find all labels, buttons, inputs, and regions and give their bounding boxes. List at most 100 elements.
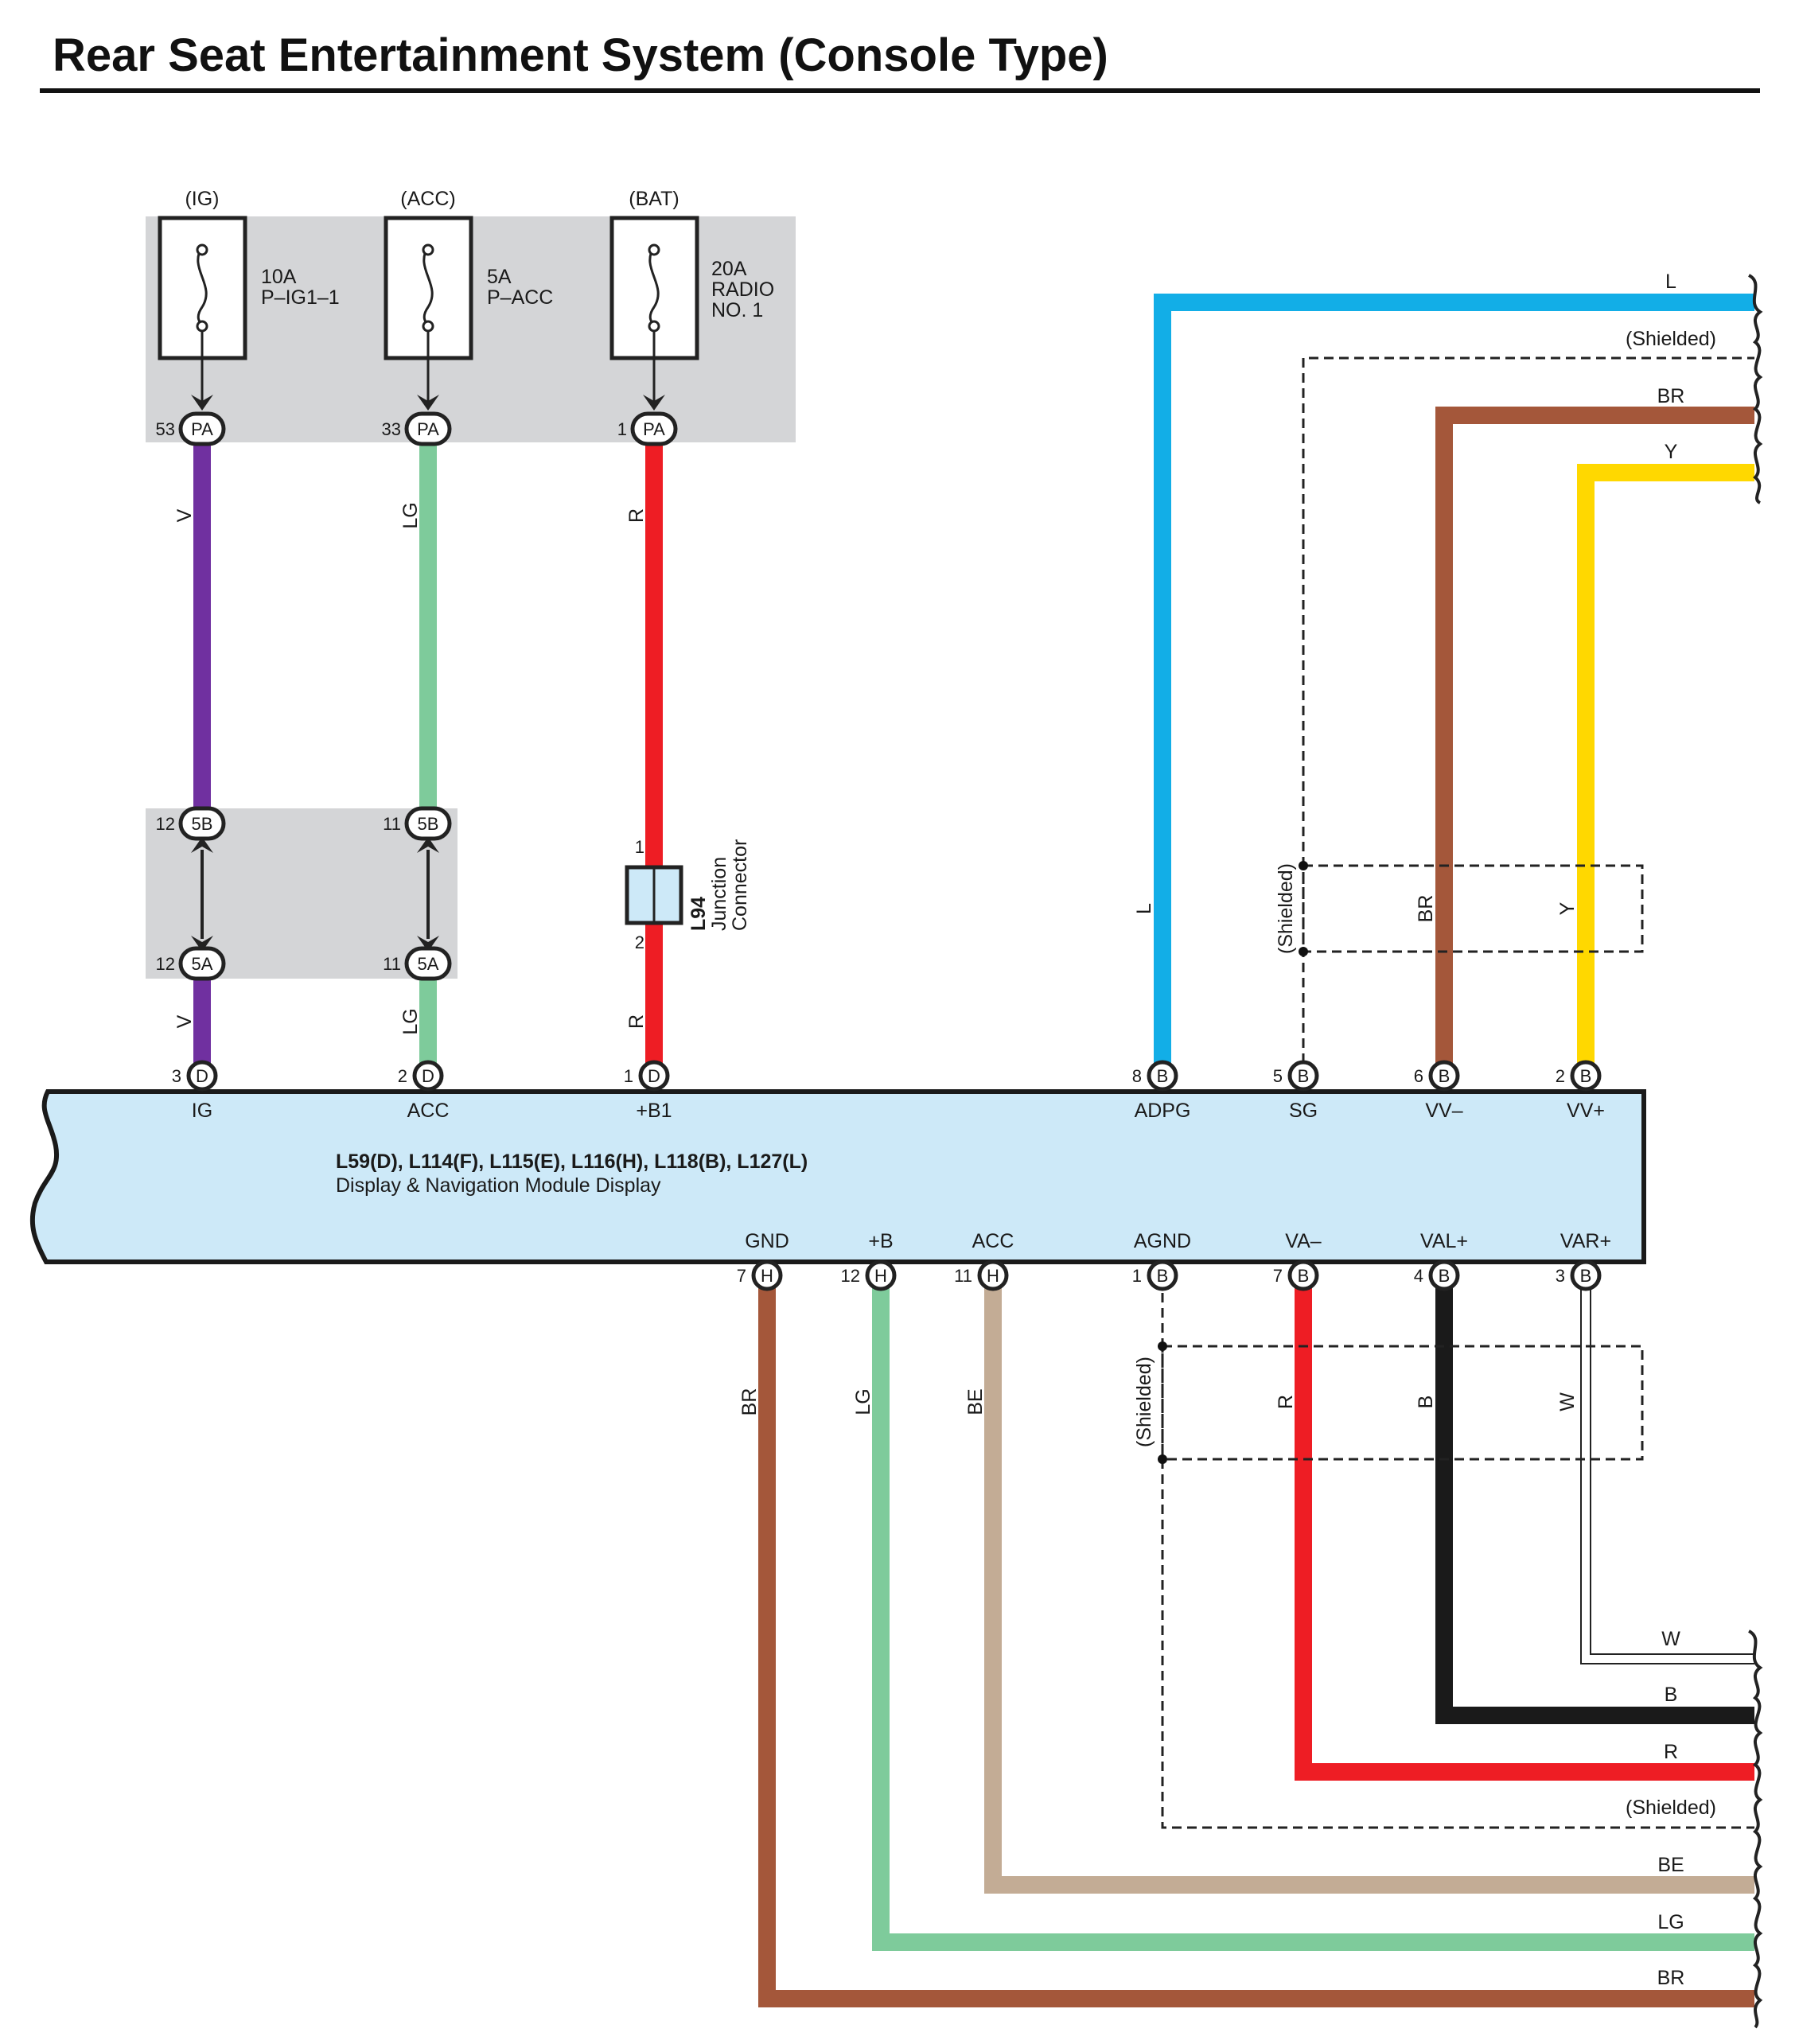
fuse-name-ig: P–IG1–1: [261, 286, 340, 309]
pin-number: 12: [156, 954, 175, 974]
svg-text:B: B: [1580, 1066, 1592, 1086]
pin-number: 1: [624, 1066, 633, 1086]
inline-connector-lg: 5B 5A: [404, 806, 452, 981]
shield-sg-top: [1302, 356, 1754, 1063]
wire-tag: BR: [1415, 895, 1437, 923]
wire-w-var-plus-outline: [1580, 1278, 1754, 1664]
wire-tag: LG: [852, 1388, 874, 1415]
terminal-label: ACC: [407, 1100, 450, 1122]
pin-number: 3: [1556, 1266, 1565, 1286]
pin-number: 11: [383, 814, 401, 834]
terminal-val-plus: B: [1428, 1259, 1460, 1291]
terminal-b1: D: [638, 1060, 670, 1092]
shield-label: (Shielded): [1133, 1357, 1155, 1447]
pin-number: 5: [1273, 1066, 1283, 1086]
svg-text:5A: 5A: [418, 954, 439, 974]
terminal-adpg: B: [1147, 1060, 1178, 1092]
fuse-rating-ig: 10A: [261, 266, 297, 288]
wire-tag: L: [1133, 903, 1155, 914]
fuse-bat: [609, 216, 699, 411]
pin-number: 11: [954, 1266, 972, 1286]
module-name: Display & Navigation Module Display: [336, 1174, 661, 1197]
junction-name-2: Connector: [729, 839, 751, 931]
svg-text:H: H: [987, 1266, 999, 1286]
exit-label: (Shielded): [1626, 328, 1716, 350]
exit-label: BE: [1657, 1854, 1684, 1876]
wire-w-var-plus: [1582, 1278, 1754, 1663]
svg-text:B: B: [1157, 1066, 1169, 1086]
fuse-source-ig: (IG): [185, 188, 219, 210]
wire-tag: R: [625, 508, 648, 523]
terminal-label: VAR+: [1560, 1230, 1611, 1252]
terminal-vv-minus: B: [1428, 1060, 1460, 1092]
pin-number: 2: [398, 1066, 407, 1086]
pin-number: 3: [172, 1066, 181, 1086]
wire-tag: R: [625, 1014, 648, 1029]
connector-pa-33: PA: [404, 411, 452, 446]
svg-text:5A: 5A: [192, 954, 213, 974]
terminal-label: IG: [192, 1100, 212, 1122]
terminal-vv-plus: B: [1570, 1060, 1602, 1092]
svg-text:B: B: [1298, 1066, 1310, 1086]
fuse-source-acc: (ACC): [400, 188, 455, 210]
junction-connector-l94: [625, 865, 683, 925]
exit-label: L: [1665, 271, 1676, 293]
terminal-label: GND: [745, 1230, 789, 1252]
terminal-acc-top: D: [412, 1060, 444, 1092]
fuse-rating-bat: 20A: [711, 258, 747, 280]
terminal-label: VV–: [1425, 1100, 1462, 1122]
pin-number: 12: [156, 814, 175, 834]
svg-text:5B: 5B: [192, 814, 213, 834]
shield-dot: [1299, 947, 1308, 956]
fuse-name-bat: RADIO: [711, 278, 774, 301]
wire-l-adpg: [1154, 294, 1754, 1063]
wire-tag: BE: [964, 1388, 987, 1415]
pin-number: 2: [1556, 1066, 1565, 1086]
wire-tag: LG: [399, 502, 422, 528]
svg-text:B: B: [1157, 1266, 1169, 1286]
pin-number: 7: [737, 1266, 746, 1286]
svg-text:B: B: [1298, 1266, 1310, 1286]
terminal-va-minus: B: [1287, 1259, 1319, 1291]
junction-id: L94: [687, 897, 710, 931]
exit-label: B: [1665, 1684, 1678, 1706]
terminal-agnd: B: [1147, 1259, 1178, 1291]
fuse-ig: [158, 216, 247, 411]
shield-dot: [1299, 861, 1308, 870]
terminal-label: AGND: [1134, 1230, 1191, 1252]
exit-label: LG: [1657, 1911, 1684, 1933]
terminal-label: ADPG: [1135, 1100, 1191, 1122]
exit-label: (Shielded): [1626, 1797, 1716, 1819]
fuse-name2-bat: NO. 1: [711, 299, 763, 321]
svg-text:B: B: [1580, 1266, 1592, 1286]
shield-box-bottom: [1161, 1345, 1644, 1461]
shield-box-top: [1302, 864, 1644, 953]
junction-pin-out: 2: [635, 932, 644, 952]
terminal-sg: B: [1287, 1060, 1319, 1092]
pin-number: 33: [382, 419, 401, 439]
wire-tag: V: [173, 1014, 196, 1028]
terminal-label: VAL+: [1420, 1230, 1468, 1252]
fuse-name-acc: P–ACC: [487, 286, 553, 309]
pin-number: 1: [1132, 1266, 1142, 1286]
terminal-label: +B: [868, 1230, 893, 1252]
wire-br-gnd: [758, 1278, 1754, 2007]
pin-number: 4: [1414, 1266, 1423, 1286]
pin-number: 6: [1414, 1066, 1423, 1086]
shield-dot: [1158, 1454, 1167, 1464]
pin-number: 7: [1273, 1266, 1283, 1286]
exit-label: W: [1661, 1628, 1680, 1650]
continuation-break-bottom: [1747, 1629, 1763, 2029]
junction-pin-in: 1: [635, 837, 644, 857]
wire-be-acc: [984, 1278, 1754, 1894]
svg-text:5B: 5B: [418, 814, 439, 834]
svg-text:PA: PA: [191, 419, 213, 439]
wire-tag: V: [173, 508, 196, 522]
connector-pa-1: PA: [630, 411, 678, 446]
terminal-label: +B1: [636, 1100, 672, 1122]
fuse-rating-acc: 5A: [487, 266, 512, 288]
page-title: Rear Seat Entertainment System (Console …: [53, 29, 1108, 81]
exit-label: BR: [1657, 385, 1685, 407]
continuation-break-top: [1747, 274, 1763, 504]
terminal-gnd: H: [751, 1259, 783, 1291]
